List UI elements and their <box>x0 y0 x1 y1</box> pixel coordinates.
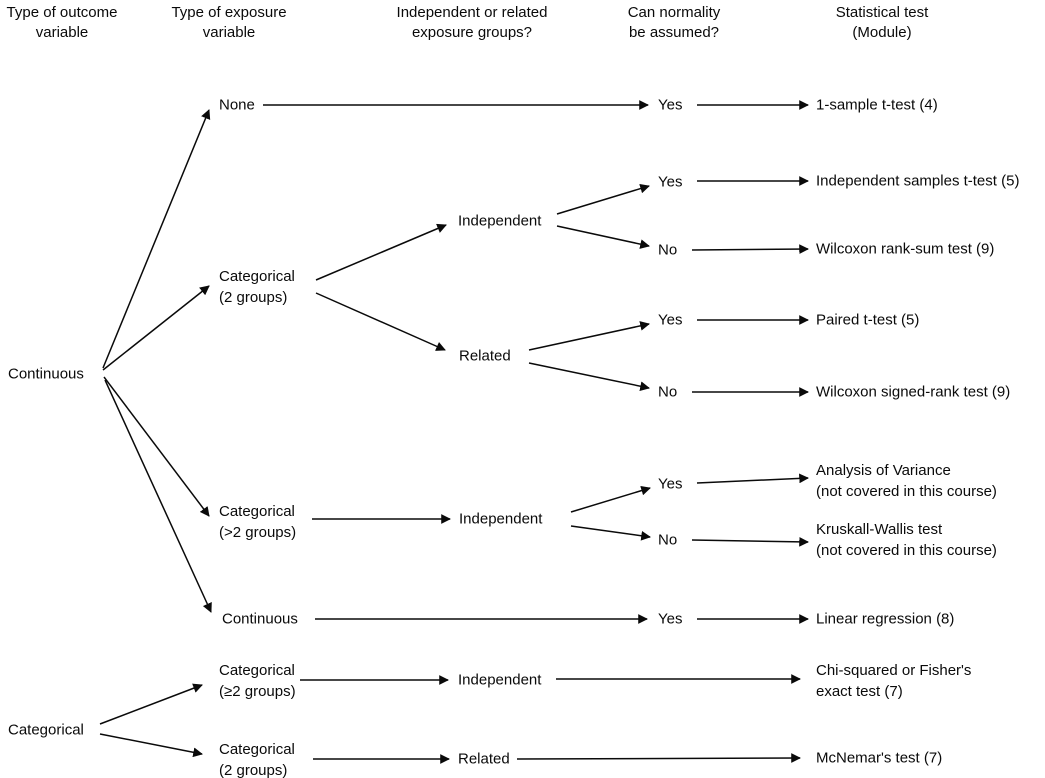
column-header-normality: Can normality be assumed? <box>627 4 721 41</box>
node-normality-yes-related: Yes <box>658 311 683 329</box>
node-exposure-categorical-gt2-groups: Categorical (>2 groups) <box>219 503 297 541</box>
node-normality-no-gt2: No <box>658 531 678 549</box>
node-test-wilcoxon-signed-rank: Wilcoxon signed-rank test (9) <box>816 383 1011 401</box>
node-groups-related-2g: Related <box>459 347 511 365</box>
node-normality-yes-independent: Yes <box>658 173 683 191</box>
node-groups-independent-2g: Independent <box>458 212 542 230</box>
node-exposure-none: None <box>219 96 255 114</box>
node-outcome-continuous: Continuous <box>8 365 84 383</box>
node-normality-yes-gt2: Yes <box>658 475 683 493</box>
node-normality-yes-none: Yes <box>658 96 683 114</box>
node-test-paired-t-test: Paired t-test (5) <box>816 311 920 329</box>
node-test-mcnemar: McNemar's test (7) <box>816 749 943 767</box>
column-header-exposure: Type of exposure variable <box>171 4 287 41</box>
column-header-groups: Independent or related exposure groups? <box>396 4 548 41</box>
node-exposure-continuous: Continuous <box>222 610 298 628</box>
node-test-analysis-of-variance: Analysis of Variance (not covered in thi… <box>816 462 997 500</box>
node-groups-independent-cat: Independent <box>458 671 542 689</box>
node-normality-no-independent: No <box>658 241 678 259</box>
node-groups-related-cat: Related <box>458 750 510 768</box>
node-test-independent-t-test: Independent samples t-test (5) <box>816 172 1020 190</box>
node-test-wilcoxon-rank-sum: Wilcoxon rank-sum test (9) <box>816 240 995 258</box>
node-normality-yes-continuous: Yes <box>658 610 683 628</box>
node-test-1-sample-t-test: 1-sample t-test (4) <box>816 96 938 114</box>
node-test-kruskall-wallis: Kruskall-Wallis test (not covered in thi… <box>816 521 997 559</box>
node-normality-no-related: No <box>658 383 678 401</box>
node-exposure-categorical-2-groups: Categorical (2 groups) <box>219 268 295 306</box>
column-header-test: Statistical test (Module) <box>835 4 929 41</box>
node-exposure-categorical-ge2-groups: Categorical (≥2 groups) <box>219 662 296 700</box>
node-groups-independent-gt2: Independent <box>459 510 543 528</box>
node-outcome-categorical: Categorical <box>8 721 84 739</box>
node-test-chi-squared-fisher: Chi-squared or Fisher's exact test (7) <box>816 662 972 700</box>
node-exposure-categorical-2-groups-b: Categorical (2 groups) <box>219 741 295 778</box>
column-header-outcome: Type of outcome variable <box>6 4 118 41</box>
node-test-linear-regression: Linear regression (8) <box>816 610 955 628</box>
